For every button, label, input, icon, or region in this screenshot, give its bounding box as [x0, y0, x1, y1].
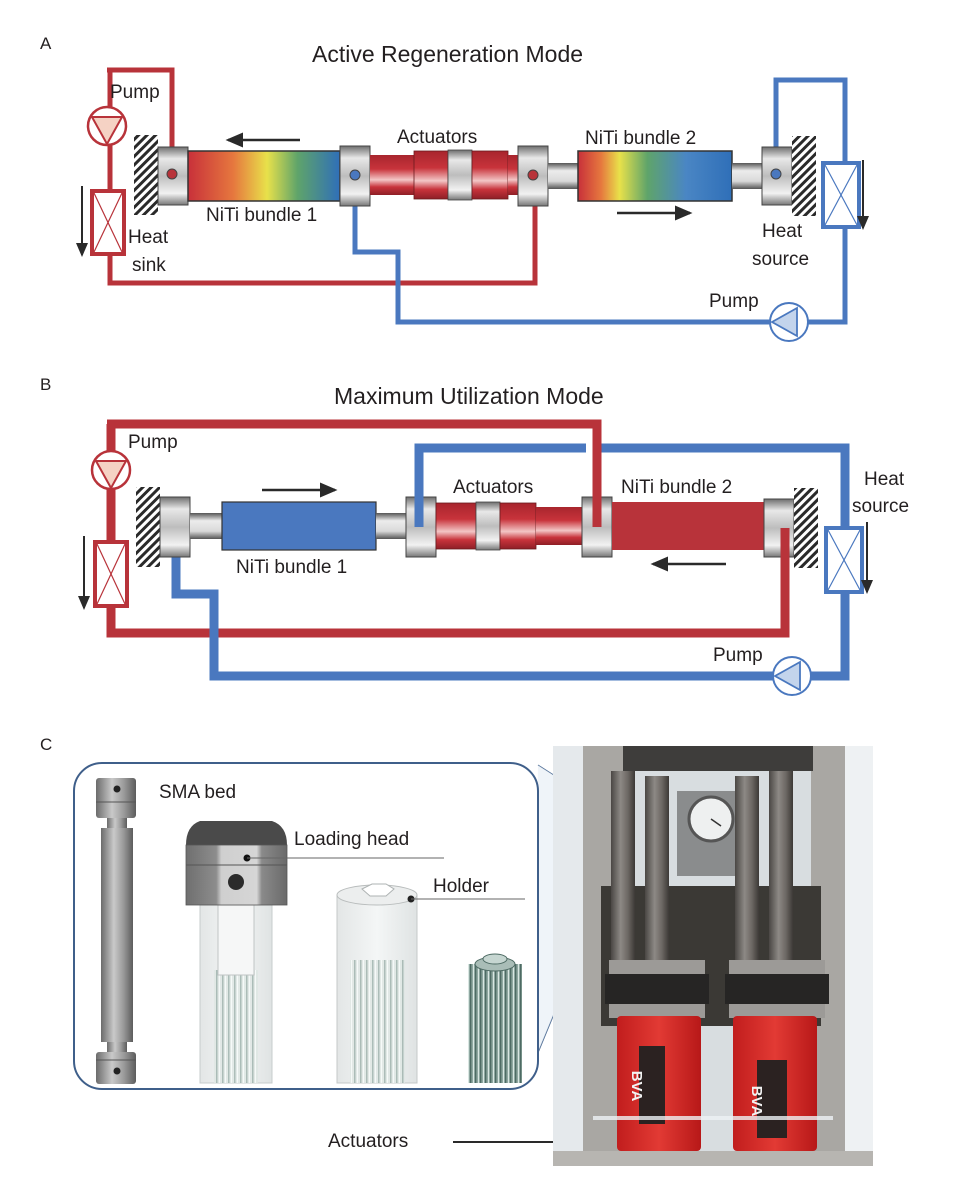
fixed-wall-b-right [794, 488, 818, 568]
clamp-a-mid-left [339, 145, 371, 207]
holder-label: Holder [433, 876, 489, 897]
niti-bundle-1-a [187, 150, 341, 202]
actuators-label-a: Actuators [397, 127, 478, 148]
panel-letter-a: A [40, 34, 52, 53]
loading-head-label: Loading head [294, 829, 410, 850]
actuator-brand-left: BVA [628, 1071, 645, 1102]
panel-a [76, 67, 869, 342]
niti-bundle-2-a [577, 150, 733, 202]
pump-icon-a-left [86, 105, 128, 147]
fixed-wall-b-left [136, 487, 160, 567]
column-4 [769, 771, 793, 961]
pump-icon-b-left [90, 449, 132, 491]
niti-bundle-1-b [221, 501, 377, 551]
clamp-a-right [761, 146, 793, 206]
clamp-a-mid-right [517, 145, 549, 207]
panel-a-title: Active Regeneration Mode [312, 41, 584, 67]
heat-source-label-a-line1: Heat [762, 221, 803, 242]
column-2 [645, 776, 669, 966]
pump-label-b-right: Pump [713, 645, 763, 666]
sma-bed-label: SMA bed [159, 782, 237, 803]
niti-strand-bundle-model [468, 953, 522, 1083]
pump-label-a-right: Pump [709, 291, 759, 312]
panel-letter-b: B [40, 375, 52, 394]
holder-model [336, 883, 418, 1084]
heat-exchanger-icon-b-source [824, 526, 864, 594]
pump-icon-b-right [772, 656, 812, 696]
fixed-wall-a-right [792, 136, 816, 216]
hot-fluid-loop-a [107, 67, 538, 286]
niti-bundle-1-label-a: NiTi bundle 1 [206, 205, 318, 226]
fixed-wall-a-left [134, 135, 158, 215]
clamp-b-left [159, 496, 191, 558]
heat-sink-label-a-line2: sink [132, 255, 166, 276]
column-1 [611, 771, 635, 966]
pump-icon-a-right [769, 302, 809, 342]
panel-letter-c: C [40, 735, 53, 754]
actuators-a [370, 149, 518, 201]
sma-bed-model [96, 778, 136, 1084]
niti-bundle-2-label-a: NiTi bundle 2 [585, 128, 697, 149]
rod-a-right [732, 163, 762, 189]
panel-b [78, 419, 873, 696]
loading-head-model [185, 821, 288, 1084]
heat-source-label-b-line1: Heat [864, 469, 905, 490]
heat-exchanger-icon-a-sink [90, 189, 126, 256]
clamp-a-left [157, 146, 189, 206]
rod-b-mid-left [376, 513, 406, 539]
niti-bundle-1-label-b: NiTi bundle 1 [236, 557, 348, 578]
actuator-brand-right: BVA [748, 1086, 765, 1117]
panel-b-title: Maximum Utilization Mode [334, 383, 604, 409]
test-rig-photo: BVA BVA [553, 746, 873, 1166]
actuators-label-b: Actuators [453, 477, 534, 498]
heat-exchanger-icon-b-sink [93, 540, 129, 608]
niti-bundle-2-b [612, 502, 766, 550]
actuators-b [435, 501, 582, 551]
test-rig-photo-drawing: BVA BVA [553, 746, 873, 1166]
column-3 [735, 776, 759, 966]
niti-bundle-2-label-b: NiTi bundle 2 [621, 477, 733, 498]
actuators-label-c: Actuators [328, 1131, 409, 1152]
rod-a-mid [548, 163, 578, 189]
heat-source-label-a-line2: source [752, 249, 810, 270]
pump-label-a-left: Pump [110, 82, 160, 103]
heat-source-label-b-line2: source [852, 496, 910, 517]
panel-c [73, 762, 633, 1143]
heat-sink-label-a-line1: Heat [128, 227, 169, 248]
pump-label-b-left: Pump [128, 432, 178, 453]
heat-exchanger-icon-a-source [821, 161, 861, 229]
cold-fluid-loop-a [352, 77, 848, 325]
rod-b-left [190, 513, 222, 539]
